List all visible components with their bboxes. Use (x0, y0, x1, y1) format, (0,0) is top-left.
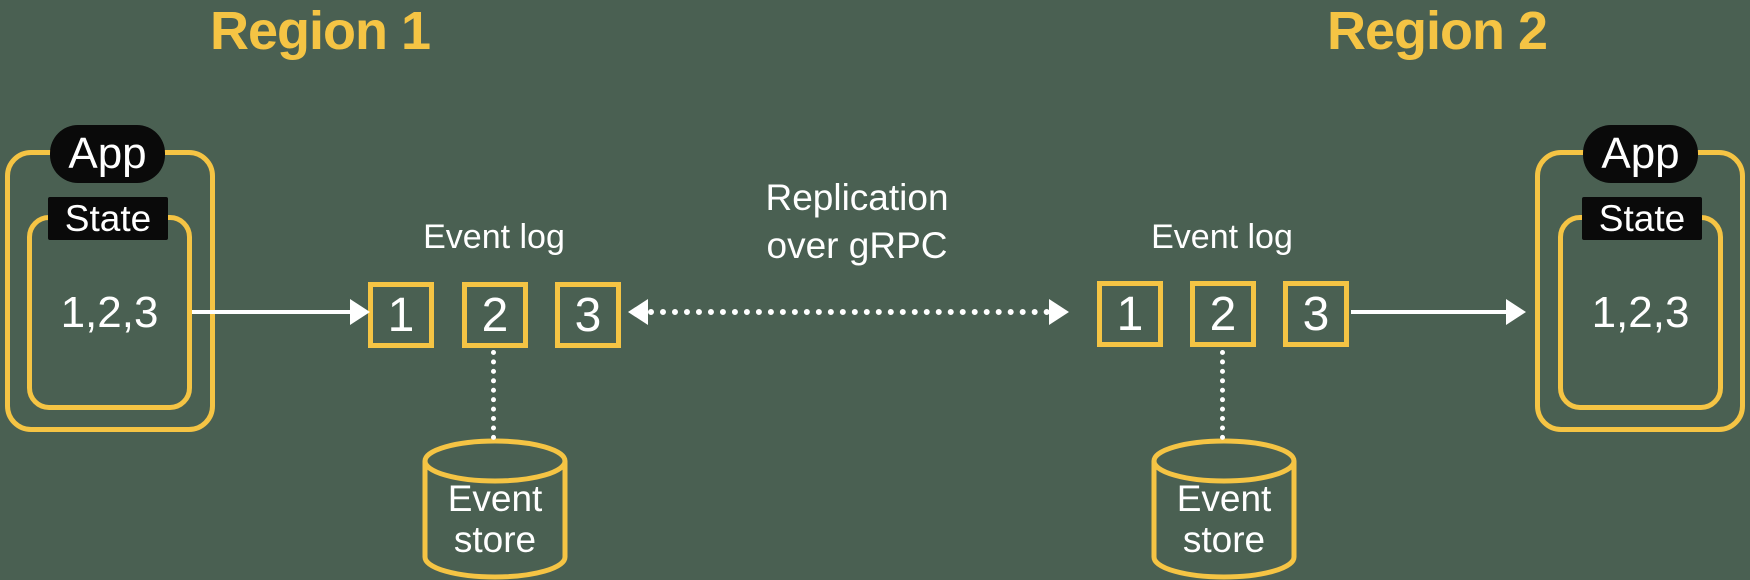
region-1-event-box-2: 2 (462, 282, 528, 348)
region-2-event-box-3: 3 (1283, 281, 1349, 347)
arrowhead-right-icon (1506, 299, 1526, 325)
event-store-line2: store (453, 519, 537, 560)
arrowhead-right-icon (350, 299, 370, 325)
region-1-state-badge: State (48, 197, 168, 240)
region-2-state-badge: State (1582, 197, 1702, 240)
region-1-event-store: Event store (422, 438, 568, 580)
region-2-event-log-label: Event log (1151, 218, 1293, 256)
arrow-line (1351, 310, 1506, 314)
region-2-app-badge: App (1583, 125, 1698, 183)
replication-line1: Replication (765, 177, 949, 218)
connector-region1-eventlog-to-store (491, 350, 496, 440)
replication-label: Replication over gRPC (657, 174, 1057, 270)
region-1-event-box-1: 1 (368, 282, 434, 348)
connector-region2-eventlog-to-store (1220, 350, 1225, 440)
arrow-line (192, 310, 350, 314)
arrowhead-left-icon (628, 299, 648, 325)
region-1-event-log-label: Event log (423, 218, 565, 256)
region-1-event-store-label: Event store (422, 478, 568, 560)
region-2-event-store-label: Event store (1151, 478, 1297, 560)
region-1-event-box-3: 3 (555, 282, 621, 348)
dotted-line (648, 309, 1050, 315)
arrowhead-right-icon (1049, 299, 1069, 325)
database-cylinder-icon (1151, 438, 1297, 580)
region-2-event-box-1: 1 (1097, 281, 1163, 347)
region-2-event-store: Event store (1151, 438, 1297, 580)
region-2-state-value: 1,2,3 (1591, 288, 1690, 337)
event-store-line2: store (1182, 519, 1266, 560)
region-1-title: Region 1 (209, 1, 431, 61)
event-store-line1: Event (447, 478, 543, 519)
region-2-event-box-2: 2 (1190, 281, 1256, 347)
region-1-state-value: 1,2,3 (60, 288, 159, 337)
event-store-line1: Event (1176, 478, 1272, 519)
region-2-title: Region 2 (1326, 1, 1548, 61)
replication-line2: over gRPC (766, 225, 948, 266)
database-cylinder-icon (422, 438, 568, 580)
region-1-app-badge: App (50, 125, 165, 183)
